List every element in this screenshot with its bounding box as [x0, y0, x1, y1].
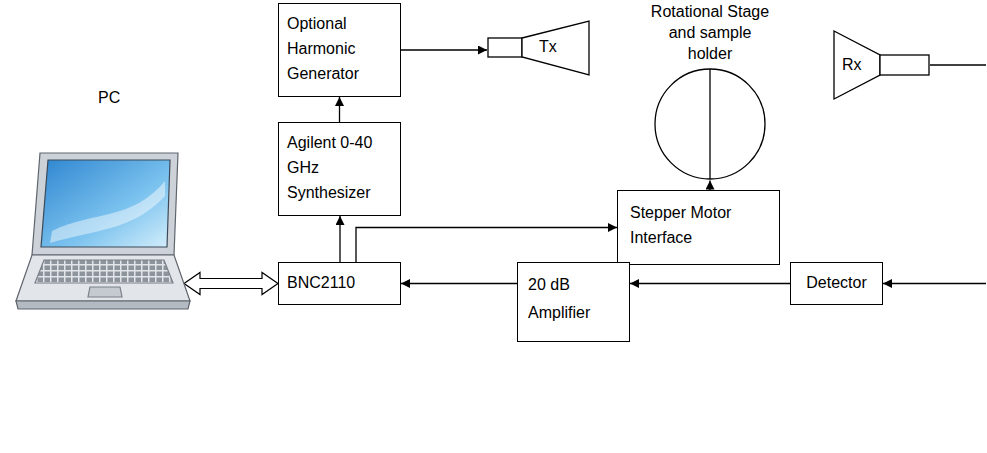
antenna-label: Rx [842, 56, 862, 74]
box-label: 20 dB Amplifier [528, 271, 612, 327]
laptop-lid [32, 153, 178, 255]
rotational-stage: Rotational Stage and sample holder [630, 2, 790, 180]
data-link-arrow [184, 273, 278, 295]
waveguide [880, 55, 929, 75]
laptop-keyboard [35, 260, 173, 283]
computer-label: PC [98, 88, 120, 107]
signal-arrow [630, 283, 790, 284]
stage-outline [654, 68, 766, 180]
process-box: Agilent 0-40 GHz Synthesizer [278, 122, 401, 216]
rotational-stage-circle [655, 69, 765, 179]
horn-antenna: Tx [487, 20, 591, 77]
signal-arrow [709, 180, 710, 190]
signal-line [930, 64, 986, 65]
signal-arrow [356, 228, 617, 263]
process-box: 20 dB Amplifier [517, 262, 630, 342]
laptop-front [16, 301, 190, 309]
computer: PC [2, 88, 192, 313]
screen-highlight [50, 181, 165, 243]
signal-arrow [339, 97, 340, 122]
sample-holder [709, 69, 710, 179]
process-box: Stepper Motor Interface [617, 190, 780, 265]
horn-flare [834, 31, 880, 99]
process-box: Optional Harmonic Generator [278, 3, 401, 97]
box-label: Detector [800, 273, 874, 294]
box-label: Stepper Motor Interface [630, 201, 760, 251]
signal-arrow [401, 49, 487, 50]
waveguide [488, 38, 522, 57]
antenna-label: Tx [539, 38, 557, 56]
laptop-screen [41, 160, 170, 247]
box-label: Agilent 0-40 GHz Synthesizer [287, 131, 391, 205]
box-label: BNC2110 [287, 273, 391, 294]
laptop-illustration [2, 151, 192, 313]
signal-line [883, 283, 986, 284]
signal-arrow [401, 283, 517, 284]
process-box: Detector [790, 262, 883, 305]
laptop-base [16, 255, 190, 301]
stage-heading: Rotational Stage and sample holder [645, 2, 775, 64]
process-box: BNC2110 [278, 262, 401, 305]
signal-arrow [339, 216, 340, 262]
laptop-touchpad [88, 287, 122, 297]
box-label: Optional Harmonic Generator [287, 12, 391, 86]
horn-flare [522, 21, 589, 75]
horn-antenna: Rx [833, 30, 930, 101]
